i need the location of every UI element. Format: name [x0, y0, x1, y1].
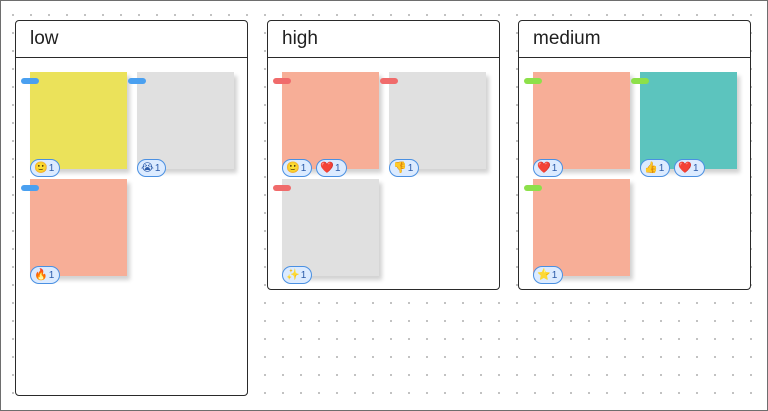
reaction-list: ❤️1: [533, 159, 564, 177]
heart-emoji-icon: ❤️: [678, 161, 692, 174]
sticky-note[interactable]: ❤️1: [524, 72, 630, 177]
reaction-button[interactable]: 🙂1: [282, 159, 313, 177]
smile-emoji-icon: 🙂: [286, 161, 300, 174]
priority-tag: [631, 78, 649, 84]
priority-tag: [21, 78, 39, 84]
sticky-note[interactable]: ✨1: [273, 179, 379, 284]
reaction-count: 1: [551, 269, 558, 281]
fire-emoji-icon: 🔥: [34, 268, 48, 281]
reaction-list: 🙂1❤️1: [282, 159, 347, 177]
priority-tag: [128, 78, 146, 84]
priority-tag: [273, 78, 291, 84]
reaction-count: 1: [300, 162, 307, 174]
column-high: high 🙂1❤️1 👎1 ✨1: [267, 20, 500, 290]
reaction-button[interactable]: ✨1: [282, 266, 313, 284]
reaction-button[interactable]: 👎1: [389, 159, 420, 177]
heart-emoji-icon: ❤️: [537, 161, 551, 174]
sparkles-emoji-icon: ✨: [286, 268, 300, 281]
reaction-count: 1: [334, 162, 341, 174]
priority-tag: [380, 78, 398, 84]
crying-emoji-icon: 😭: [141, 161, 154, 174]
reaction-button[interactable]: ❤️1: [533, 159, 564, 177]
thumbs-down-emoji-icon: 👎: [393, 161, 407, 174]
reaction-button[interactable]: ⭐1: [533, 266, 564, 284]
column-low: low 🙂1 😭1 🔥1: [15, 20, 248, 396]
sticky-note[interactable]: 🙂1: [21, 72, 127, 177]
column-title: low: [16, 21, 247, 58]
reaction-list: 👎1: [389, 159, 420, 177]
reaction-count: 1: [48, 269, 55, 281]
reaction-count: 1: [407, 162, 414, 174]
reaction-button[interactable]: ❤️1: [316, 159, 347, 177]
column-medium: medium ❤️1 👍1❤️1 ⭐1: [518, 20, 751, 290]
reaction-count: 1: [48, 162, 55, 174]
reaction-list: 🙂1: [30, 159, 61, 177]
reaction-count: 1: [300, 269, 307, 281]
sticky-note[interactable]: 🔥1: [21, 179, 127, 284]
reaction-button[interactable]: 😭1: [137, 159, 167, 177]
sticky-note[interactable]: 😭1: [128, 72, 234, 177]
priority-tag: [524, 78, 542, 84]
priority-tag: [524, 185, 542, 191]
reaction-button[interactable]: 👍1: [640, 159, 671, 177]
reaction-list: 👍1❤️1: [640, 159, 705, 177]
reaction-list: 😭1: [137, 159, 167, 177]
reaction-count: 1: [154, 162, 161, 174]
thumbs-up-emoji-icon: 👍: [644, 161, 658, 174]
priority-tag: [273, 185, 291, 191]
sticky-note[interactable]: ⭐1: [524, 179, 630, 284]
reaction-button[interactable]: 🙂1: [30, 159, 61, 177]
sticky-note[interactable]: 👍1❤️1: [631, 72, 737, 177]
reaction-list: 🔥1: [30, 266, 61, 284]
reaction-list: ⭐1: [533, 266, 564, 284]
priority-tag: [21, 185, 39, 191]
column-title: high: [268, 21, 499, 58]
reaction-button[interactable]: 🔥1: [30, 266, 61, 284]
reaction-button[interactable]: ❤️1: [674, 159, 705, 177]
reaction-count: 1: [551, 162, 558, 174]
sticky-note[interactable]: 👎1: [380, 72, 486, 177]
heart-emoji-icon: ❤️: [320, 161, 334, 174]
smile-emoji-icon: 🙂: [34, 161, 48, 174]
reaction-count: 1: [658, 162, 665, 174]
sticky-note[interactable]: 🙂1❤️1: [273, 72, 379, 177]
reaction-list: ✨1: [282, 266, 313, 284]
star-emoji-icon: ⭐: [537, 268, 551, 281]
column-title: medium: [519, 21, 750, 58]
reaction-count: 1: [692, 162, 699, 174]
